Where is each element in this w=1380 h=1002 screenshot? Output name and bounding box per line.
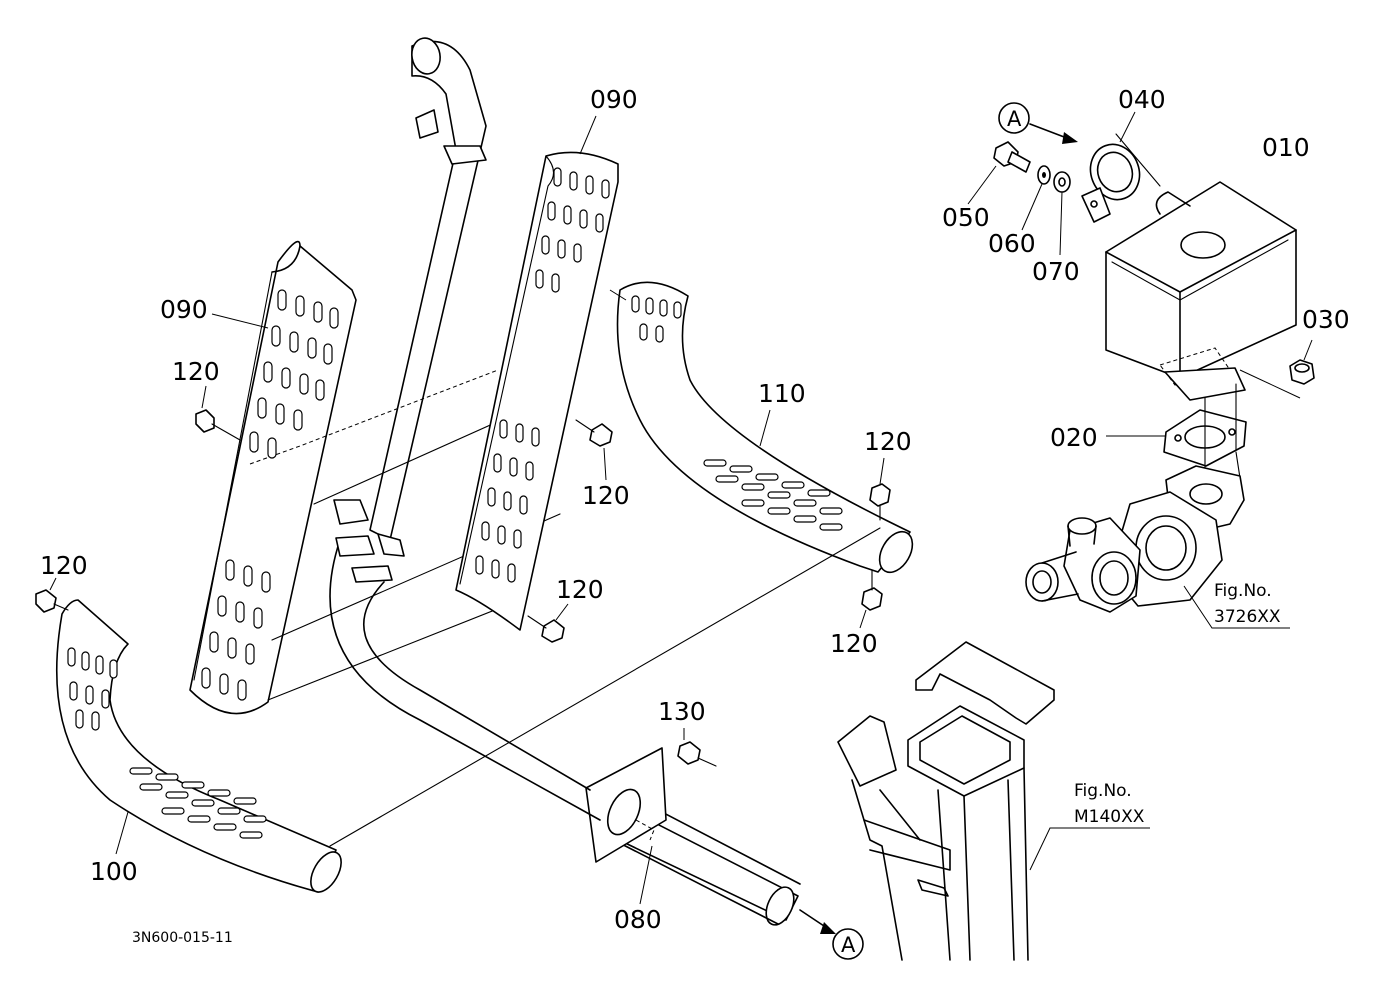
- bolt-120-e: [869, 457, 891, 521]
- label-120-a: 120: [172, 357, 220, 386]
- exhaust-stack: [333, 37, 487, 583]
- fig-ref-number-2: M140XX: [1074, 807, 1145, 827]
- ref-letter-top: A: [1007, 107, 1022, 131]
- reference-letters: A A: [841, 107, 1022, 957]
- label-050: 050: [942, 203, 990, 232]
- label-040: 040: [1118, 85, 1166, 114]
- heat-shield-090-left: [189, 240, 561, 715]
- heat-shield-110: [329, 281, 914, 847]
- muffler-010: [1105, 181, 1301, 401]
- nut-030: [1289, 339, 1315, 385]
- bolt-120-a: [195, 385, 241, 441]
- ref-letter-bottom: A: [841, 933, 856, 957]
- figure-refs: Fig.No. 3726XX Fig.No. M140XX: [1074, 581, 1281, 827]
- label-120-d: 120: [556, 575, 604, 604]
- heat-shield-090-right: [455, 115, 619, 631]
- washer-060: [1021, 165, 1051, 231]
- label-070: 070: [1032, 257, 1080, 286]
- label-120-b: 120: [582, 481, 630, 510]
- reference-arrow-top: [998, 102, 1161, 187]
- label-080: 080: [614, 905, 662, 934]
- label-020: 020: [1050, 423, 1098, 452]
- turbocharger: [1025, 465, 1290, 629]
- gasket-020: [1106, 383, 1247, 479]
- bolt-120-f: [859, 569, 883, 629]
- label-100: 100: [90, 857, 138, 886]
- label-130: 130: [658, 697, 706, 726]
- diagram-id: 3N600-015-11: [132, 930, 233, 946]
- fig-ref-caption-2: Fig.No.: [1074, 781, 1132, 801]
- bolt-120-b: [575, 419, 613, 481]
- bolt-120-d: [527, 603, 569, 643]
- label-060: 060: [988, 229, 1036, 258]
- label-120-e: 120: [864, 427, 912, 456]
- part-labels: 010 020 030 040 050 060 070 080 090 090 …: [40, 85, 1350, 934]
- label-030: 030: [1302, 305, 1350, 334]
- clamp-040: [1081, 111, 1141, 223]
- label-090-left: 090: [160, 295, 208, 324]
- tail-pipe-080: [329, 539, 864, 960]
- fig-ref-number-1: 3726XX: [1214, 607, 1281, 627]
- label-090-right: 090: [590, 85, 638, 114]
- fig-ref-caption-1: Fig.No.: [1214, 581, 1272, 601]
- label-120-c: 120: [40, 551, 88, 580]
- bolt-050: [967, 141, 1031, 205]
- label-010: 010: [1262, 133, 1310, 162]
- frame-m140: [837, 641, 1150, 961]
- label-120-f: 120: [830, 629, 878, 658]
- heat-shield-100: [56, 599, 342, 893]
- bolt-120-c: [35, 577, 69, 613]
- washer-070: [1053, 171, 1071, 256]
- bolt-130: [677, 728, 717, 767]
- label-110: 110: [758, 379, 806, 408]
